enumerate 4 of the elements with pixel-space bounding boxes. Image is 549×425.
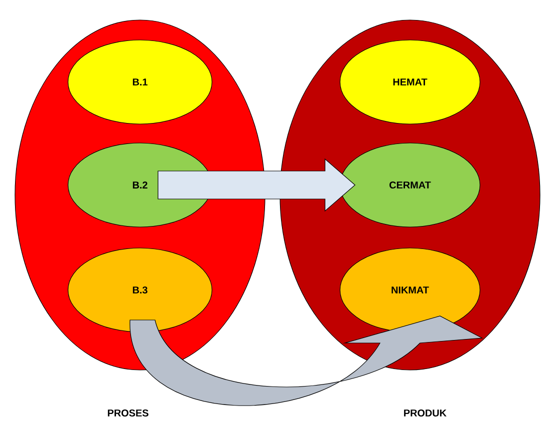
group-label: PROSES [108,409,148,417]
block-arrow [130,316,482,406]
block-arrow [158,158,356,212]
group-label: PRODUK [404,409,446,417]
